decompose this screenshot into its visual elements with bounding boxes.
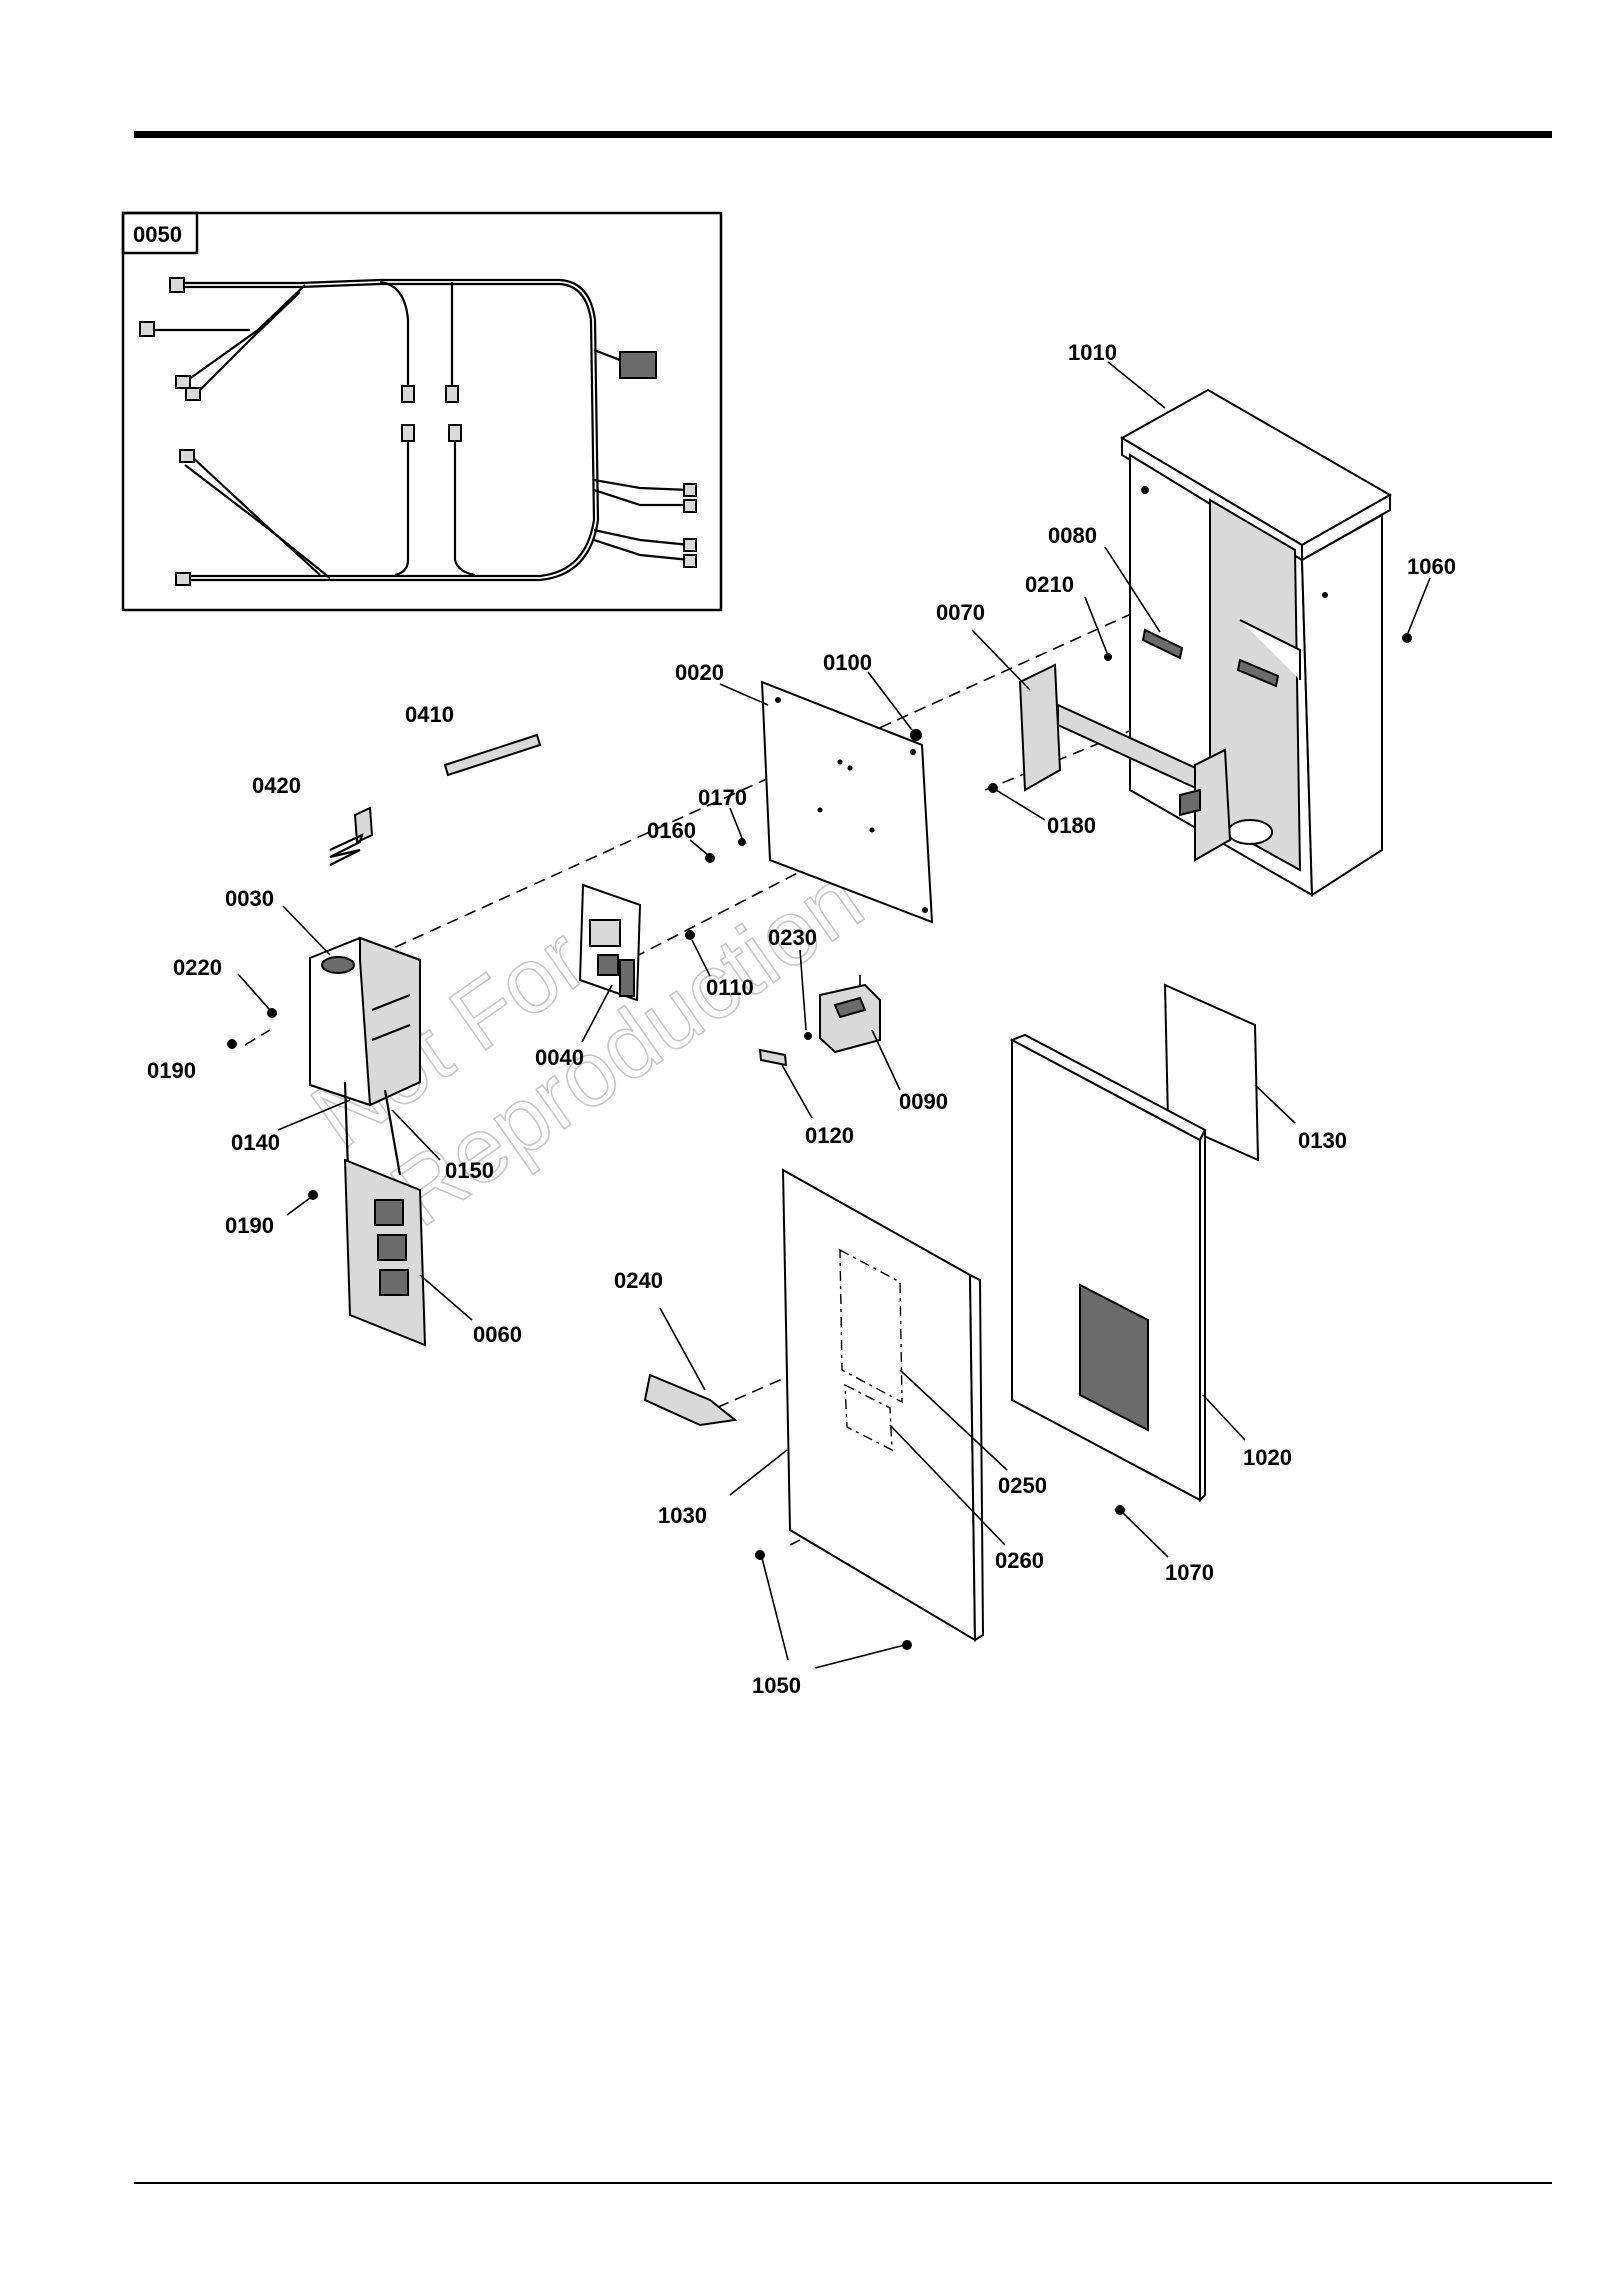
label-0030: 0030 [225,886,274,911]
screw-0210 [1104,653,1112,661]
label-0090: 0090 [899,1089,948,1114]
washer-0170 [738,838,746,846]
label-0210: 0210 [1025,572,1074,597]
screw-1060 [1402,633,1412,643]
label-0040: 0040 [535,1045,584,1070]
label-1030: 1030 [658,1503,707,1528]
circuit-board-0040 [580,885,640,1000]
label-1060: 1060 [1407,554,1456,579]
label-0070: 0070 [936,600,985,625]
inset-wire-harness: 0050 [123,213,721,610]
label-0140: 0140 [231,1130,280,1155]
label-1070: 1070 [1165,1560,1214,1585]
part-0120 [760,1050,786,1065]
screw-0180 [988,783,998,793]
part-0410 [445,735,540,775]
contactor-0030 [310,938,420,1105]
label-0100: 0100 [823,650,872,675]
label-0160: 0160 [647,818,696,843]
part-0090 [820,985,880,1052]
label-0230: 0230 [768,925,817,950]
label-0410: 0410 [405,702,454,727]
label-0190-b: 0190 [225,1213,274,1238]
label-0220: 0220 [173,955,222,980]
part-0420 [330,808,372,865]
label-0190-a: 0190 [147,1058,196,1083]
inset-label: 0050 [133,222,182,247]
footer-rule [134,2182,1552,2184]
label-0240: 0240 [614,1268,663,1293]
label-0420: 0420 [252,773,301,798]
door-1030 [783,1170,983,1640]
label-0120: 0120 [805,1123,854,1148]
screw-0190-a [227,1039,237,1049]
nut-0100 [910,729,922,741]
label-0260: 0260 [995,1548,1044,1573]
label-0170: 0170 [698,785,747,810]
header-rule [134,131,1552,138]
label-1010: 1010 [1068,340,1117,365]
label-0180: 0180 [1047,813,1096,838]
label-0060: 0060 [473,1322,522,1347]
label-0250: 0250 [998,1473,1047,1498]
label-1050: 1050 [752,1673,801,1698]
label-1020: 1020 [1243,1445,1292,1470]
label-0110: 0110 [706,975,754,1000]
wire-harness [140,278,696,585]
label-0020: 0020 [675,660,724,685]
label-0080: 0080 [1048,523,1097,548]
label-0130: 0130 [1298,1128,1347,1153]
screw-1050-a [755,1550,765,1560]
label-0150: 0150 [445,1158,494,1183]
screw-0230 [804,1032,812,1040]
screw-0110 [685,930,695,940]
gasket-0240 [645,1375,735,1425]
